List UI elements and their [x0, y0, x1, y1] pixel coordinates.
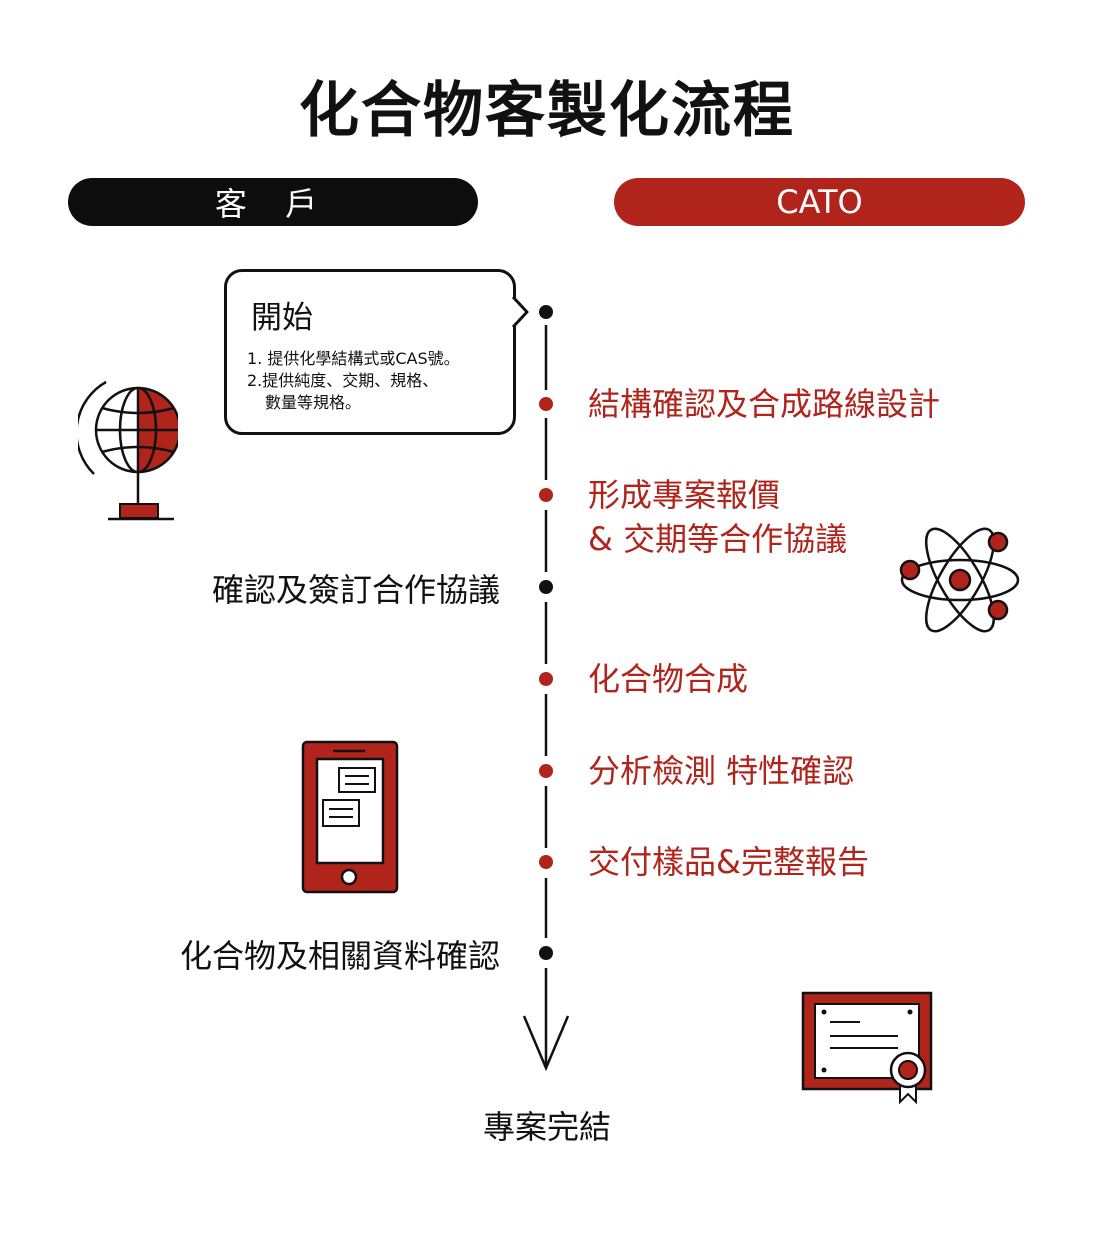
timeline-dot-cato-2 — [539, 488, 553, 502]
client-step-2: 化合物及相關資料確認 — [179, 937, 500, 975]
timeline-dot-cato-4 — [539, 764, 553, 778]
timeline-dot-client-1 — [539, 580, 553, 594]
atom-icon — [899, 527, 1020, 633]
cato-step-4: 分析檢測 特性確認 — [588, 752, 855, 790]
bubble-tail — [510, 295, 529, 329]
certificate-icon — [801, 991, 933, 1105]
page-title: 化合物客製化流程 — [299, 76, 795, 146]
timeline-dot-cato-1 — [539, 397, 553, 411]
cato-step-2-line1: 形成專案報價 — [588, 476, 781, 514]
cato-step-5: 交付樣品&完整報告 — [588, 843, 869, 881]
start-requirements: 1. 提供化學結構式或CAS號。 2.提供純度、交期、規格、 數量等規格。 — [247, 348, 460, 414]
cato-column-header: CATO — [614, 178, 1025, 226]
cato-step-2-line2: & 交期等合作協議 — [588, 520, 848, 558]
client-step-1: 確認及簽訂合作協議 — [211, 571, 500, 609]
end-label: 專案完結 — [482, 1108, 611, 1146]
smartphone-icon — [301, 740, 399, 894]
cato-step-2: 形成專案報價 & 交期等合作協議 — [588, 473, 847, 561]
cato-step-3: 化合物合成 — [588, 660, 749, 698]
start-item-3: 數量等規格。 — [265, 393, 362, 412]
timeline-dot-start — [539, 305, 553, 319]
start-bubble: 開始 1. 提供化學結構式或CAS號。 2.提供純度、交期、規格、 數量等規格。 — [224, 269, 516, 435]
start-item-1: 1. 提供化學結構式或CAS號。 — [247, 349, 460, 368]
timeline-dot-cato-5 — [539, 855, 553, 869]
start-item-2: 2.提供純度、交期、規格、 — [247, 371, 439, 390]
timeline-dot-client-2 — [539, 946, 553, 960]
start-title: 開始 — [251, 300, 313, 336]
client-column-header: 客 戶 — [68, 178, 478, 226]
cato-step-1: 結構確認及合成路線設計 — [588, 385, 941, 423]
globe-icon — [78, 380, 178, 521]
timeline-dot-cato-3 — [539, 672, 553, 686]
